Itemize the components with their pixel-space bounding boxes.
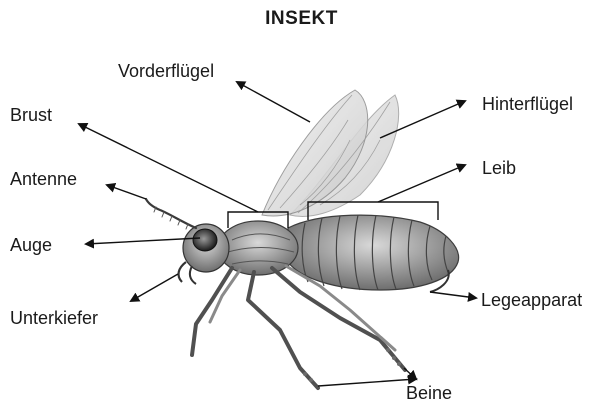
arrow-beine-2 <box>404 368 416 379</box>
arrow-unterkiefer <box>131 274 178 301</box>
antenna <box>146 199 196 229</box>
label-antenne: Antenne <box>10 170 77 188</box>
label-hinterfluegel: Hinterflügel <box>482 95 573 113</box>
label-unterkiefer: Unterkiefer <box>10 309 98 327</box>
arrow-brust <box>79 124 258 212</box>
leg-segments <box>303 348 401 382</box>
label-beine: Beine <box>406 384 452 402</box>
label-brust: Brust <box>10 106 52 124</box>
arrow-antenne <box>107 185 146 199</box>
arrow-vorderfluegel <box>237 82 310 122</box>
wings <box>262 90 399 216</box>
label-vorderfluegel: Vorderflügel <box>118 62 214 80</box>
label-auge: Auge <box>10 236 52 254</box>
arrow-leib <box>378 165 465 202</box>
arrow-legeapparat <box>430 292 476 298</box>
label-leib: Leib <box>482 159 516 177</box>
arrow-beine-1 <box>318 379 416 386</box>
head <box>179 224 229 284</box>
label-legeapparat: Legeapparat <box>481 291 582 309</box>
abdomen <box>288 215 459 292</box>
